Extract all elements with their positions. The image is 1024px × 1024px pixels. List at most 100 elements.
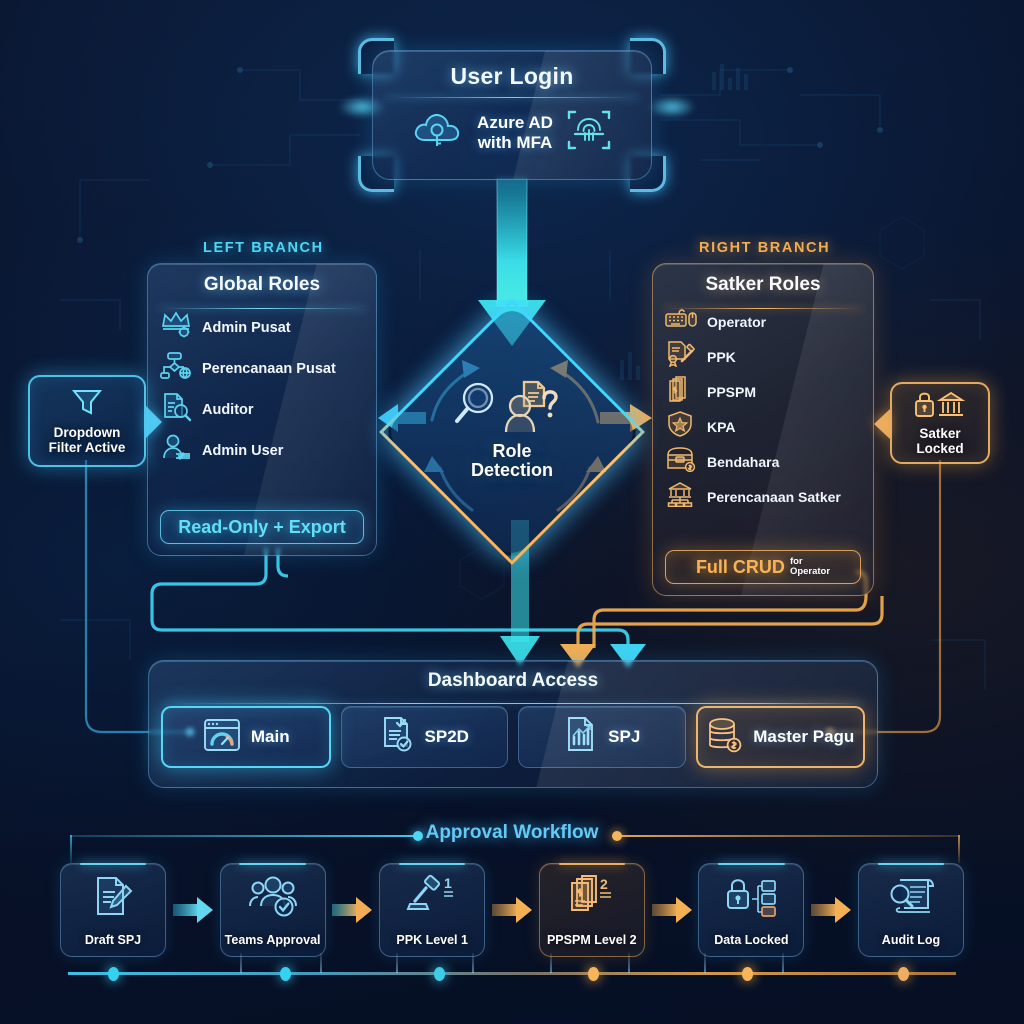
login-bracket-top-right <box>630 38 666 74</box>
dashboard-item-label: SPJ <box>608 727 641 746</box>
users-check-icon <box>248 874 298 925</box>
keyboard-mouse-icon <box>665 306 697 337</box>
workflow-line-right <box>620 835 960 837</box>
document-pencil-icon <box>90 874 136 927</box>
role-label: Perencanaan Pusat <box>202 360 336 377</box>
workflow-arrow-5 <box>811 897 852 923</box>
dashboard-item-label: Main <box>250 727 290 746</box>
workflow-step-label: Teams Approval <box>224 933 321 947</box>
workflow-step-audit-log[interactable]: Audit Log <box>857 863 964 957</box>
role-detection-node[interactable]: Role Detection <box>379 299 645 565</box>
satker-roles-list: Operator PPK <box>653 306 873 512</box>
role-detection-label: Role Detection <box>470 441 553 481</box>
global-roles-divider <box>158 308 366 309</box>
workflow-step-ppk-level-1[interactable]: 1 PPK Level 1 <box>379 863 486 957</box>
role-item-perencanaan-satker[interactable]: Perencanaan Satker <box>665 481 861 512</box>
dropdown-filter-callout-tail <box>146 406 162 438</box>
workflow-arrow-1 <box>172 897 213 923</box>
person-icon <box>504 394 536 433</box>
workflow-step-label: PPSPM Level 2 <box>546 933 637 947</box>
role-item-ppspm[interactable]: PPSPM <box>665 376 861 407</box>
role-item-auditor[interactable]: Auditor <box>160 392 364 427</box>
badge-sublabel: for Operator <box>789 556 831 577</box>
question-mark-icon <box>542 390 558 418</box>
dashboard-item-sp2d[interactable]: SP2D <box>340 706 508 768</box>
role-item-ppk[interactable]: PPK <box>665 341 861 372</box>
workflow-step-draft-spj[interactable]: Draft SPJ <box>60 863 166 957</box>
badge-label: Read-Only + Export <box>178 516 346 537</box>
dashboard-item-main[interactable]: Main <box>161 706 331 768</box>
workflow-timeline <box>68 972 956 975</box>
money-documents-icon: 2 <box>566 874 618 925</box>
cash-box-icon <box>665 446 697 477</box>
workflow-title: Approval Workflow <box>425 822 599 843</box>
chart-document-icon <box>563 716 599 759</box>
role-label: Auditor <box>202 401 254 418</box>
timeline-dot-1 <box>108 967 119 981</box>
full-crud-badge[interactable]: Full CRUD for Operator <box>665 550 861 584</box>
crown-gear-icon <box>160 310 192 345</box>
timeline-tick-8 <box>782 953 784 973</box>
dropdown-filter-label: Dropdown Filter Active <box>48 424 126 455</box>
dashboard-item-label: Master Pagu <box>753 727 855 746</box>
role-item-admin-user[interactable]: Admin User <box>160 433 364 468</box>
lock-bank-icons <box>912 390 968 423</box>
workflow-step-label: Data Locked <box>714 933 789 947</box>
read-only-export-badge[interactable]: Read-Only + Export <box>160 510 364 544</box>
workflow-step-teams-approval[interactable]: Teams Approval <box>219 863 326 957</box>
timeline-tick-1 <box>240 953 242 973</box>
satker-locked-callout[interactable]: Satker Locked <box>890 382 990 464</box>
role-item-kpa[interactable]: KPA <box>665 411 861 442</box>
workflow-arrow-4 <box>651 897 692 923</box>
lock-folders-icon <box>724 874 778 925</box>
bank-icon <box>936 391 966 416</box>
dashboard-access-panel[interactable]: Dashboard Access Main <box>148 660 878 788</box>
lock-icon <box>915 392 934 417</box>
timeline-dot-2 <box>280 967 291 981</box>
dashboard-item-label: SP2D <box>424 727 469 746</box>
login-bracket-bottom-left <box>358 156 394 192</box>
dashboard-access-title: Dashboard Access <box>427 670 599 691</box>
workflow-step-label: Draft SPJ <box>84 933 142 947</box>
workflow-bracket-right <box>958 835 960 863</box>
login-bracket-top-left <box>358 38 394 74</box>
document-check-icon <box>380 716 416 759</box>
workflow-step-ppspm-level-2[interactable]: 2 PPSPM Level 2 <box>538 863 645 957</box>
dashboard-item-spj[interactable]: SPJ <box>518 706 686 768</box>
role-item-bendahara[interactable]: Bendahara <box>665 446 861 477</box>
funnel-filter-icon <box>70 387 104 422</box>
satker-roles-title: Satker Roles <box>705 274 821 295</box>
satker-roles-divider <box>663 308 863 309</box>
workflow-line-left <box>70 835 415 837</box>
login-title: User Login <box>450 63 574 89</box>
flowchart-globe-icon <box>160 351 192 386</box>
dashboard-item-master-pagu[interactable]: Master Pagu <box>695 706 865 768</box>
user-settings-icon <box>160 433 192 468</box>
role-label: Admin Pusat <box>202 319 291 336</box>
role-item-perencanaan-pusat[interactable]: Perencanaan Pusat <box>160 351 364 386</box>
timeline-dot-3 <box>434 967 445 981</box>
global-roles-panel[interactable]: Global Roles Admin Pusat <box>147 263 377 556</box>
role-item-admin-pusat[interactable]: Admin Pusat <box>160 310 364 345</box>
timeline-tick-2 <box>320 953 322 973</box>
dropdown-filter-callout[interactable]: Dropdown Filter Active <box>28 375 146 467</box>
role-label: Admin User <box>202 442 284 459</box>
login-glow-right <box>648 96 696 118</box>
cloud-key-icon <box>411 108 465 157</box>
role-label: Operator <box>707 313 767 330</box>
workflow-step-data-locked[interactable]: Data Locked <box>698 863 805 957</box>
role-item-operator[interactable]: Operator <box>665 306 861 337</box>
timeline-tick-3 <box>396 953 398 973</box>
svg-text:2: 2 <box>600 876 608 892</box>
timeline-dot-6 <box>898 967 909 981</box>
workflow-steps: Draft SPJ Teams Approval <box>60 862 964 958</box>
timeline-tick-7 <box>704 953 706 973</box>
workflow-arrow-3 <box>491 897 532 923</box>
user-login-card[interactable]: User Login Azure AD with MFA <box>372 50 652 180</box>
dashboard-items: Main SP2D <box>149 692 877 768</box>
gauge-window-icon <box>202 716 242 759</box>
contract-gavel-icon <box>665 341 697 372</box>
badge-label: Full CRUD <box>695 556 785 577</box>
satker-roles-panel[interactable]: Satker Roles Operator <box>652 263 874 596</box>
magnifier-icon <box>455 382 494 423</box>
